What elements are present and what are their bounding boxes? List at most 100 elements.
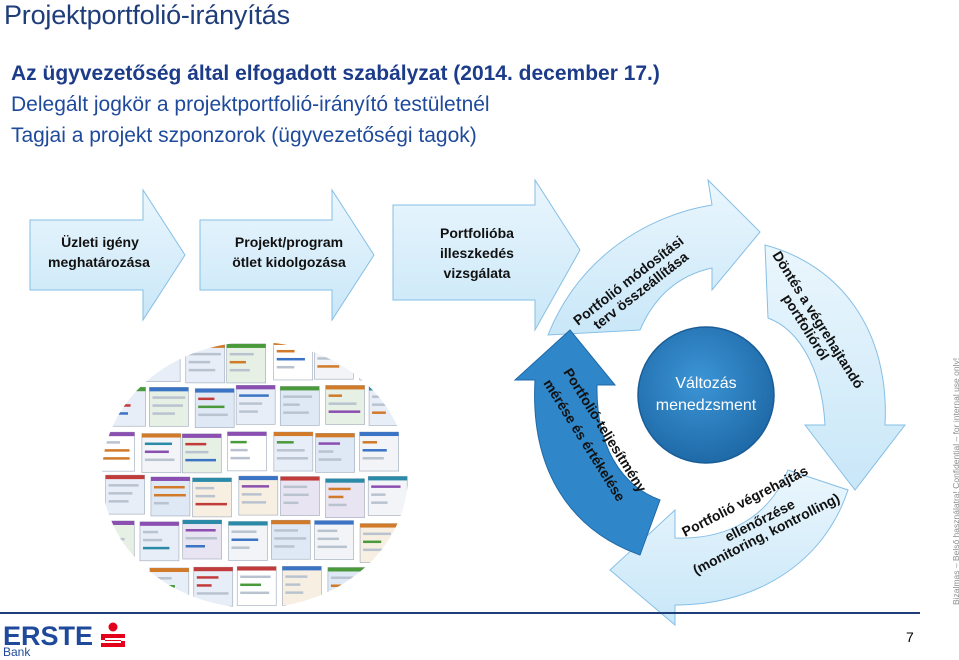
collage-tile-header xyxy=(192,477,232,482)
collage-tile-line xyxy=(239,402,263,405)
collage-tile-line xyxy=(276,457,309,460)
collage-tile-line xyxy=(102,449,130,452)
collage-tile-line xyxy=(276,349,295,353)
collage-tile-line xyxy=(317,365,340,368)
collage-tile-line xyxy=(142,538,163,542)
page-title: Projektportfolió-irányítás xyxy=(4,0,290,30)
collage-tile-line xyxy=(318,458,342,461)
collage-tile-line xyxy=(328,495,344,499)
collage-tile xyxy=(226,343,266,384)
cycle-segment-top xyxy=(547,178,761,336)
collage-tile-header xyxy=(227,431,267,436)
collage-tile-header xyxy=(271,520,311,525)
cycle-segment-left xyxy=(513,329,661,556)
footer-divider xyxy=(0,612,920,614)
bullet-2: Delegált jogkör a projektportfolió-irány… xyxy=(11,93,490,116)
collage-tile-line xyxy=(317,529,338,533)
collage-tile-line xyxy=(371,485,401,488)
collage-tile-line xyxy=(231,546,250,549)
collage-tile-header xyxy=(282,566,322,571)
collage-tile xyxy=(367,476,408,516)
collage-tile-line xyxy=(239,394,269,397)
collage-tile-line xyxy=(231,530,257,533)
bullet-1: Az ügyvezetőség által elfogadott szabály… xyxy=(11,62,660,85)
collage-tile-line xyxy=(185,529,216,532)
collage-tile-line xyxy=(185,450,209,454)
collage-tile-line xyxy=(195,502,227,506)
center-label-2: menedzsment xyxy=(656,397,757,414)
cycle-segment-right xyxy=(764,244,907,491)
arrow-3-label-1: Portfolióba xyxy=(440,225,514,241)
collage-tile-line xyxy=(240,575,271,579)
collage-tile-header xyxy=(237,566,277,571)
collage-tile-line xyxy=(362,457,384,460)
collage-tile-line xyxy=(108,500,129,503)
collage-tile-line xyxy=(198,413,228,417)
collage-tile-line xyxy=(185,537,217,540)
collage-tile-header xyxy=(195,388,235,393)
erste-s-icon xyxy=(101,622,126,647)
collage-tile-line xyxy=(229,368,250,372)
collage-tile xyxy=(280,476,320,516)
collage-tile-header xyxy=(368,476,408,481)
collage-tile-header xyxy=(325,478,365,483)
collage-tile-line xyxy=(188,352,221,356)
collage-tile-line xyxy=(198,405,225,409)
collage-tile-line xyxy=(363,540,382,544)
collage-tile-line xyxy=(153,501,169,505)
collage-tile-header xyxy=(105,475,145,480)
collage-tile-line xyxy=(196,584,212,587)
collage-tile-line xyxy=(142,530,159,534)
collage-tile-header xyxy=(228,521,268,526)
collage-tile-header xyxy=(327,567,367,572)
collage-tile-line xyxy=(188,360,211,364)
collage-tile-header xyxy=(315,433,355,438)
collage-tile-header xyxy=(102,520,135,525)
arrow-3-label-3: vizsgálata xyxy=(444,265,511,281)
collage-tile-line xyxy=(241,485,270,488)
collage-tile-header xyxy=(325,385,365,390)
collage-tile-line xyxy=(276,441,294,444)
collage-tile-header xyxy=(273,432,313,437)
collage-tile-line xyxy=(240,583,261,587)
arrow-1-label-2: meghatározása xyxy=(48,254,150,270)
collage-tile-line xyxy=(317,545,347,549)
collage-tile-line xyxy=(195,486,215,490)
collage-tile-line xyxy=(363,548,389,552)
collage-tile-line xyxy=(318,450,334,453)
collage-tile-line xyxy=(152,404,183,407)
collage-tile-header xyxy=(238,476,278,481)
collage-tile-line xyxy=(328,503,347,507)
collage-tile xyxy=(227,431,267,472)
collage-tile-line xyxy=(195,494,216,498)
collage-tile-line xyxy=(372,403,389,406)
collage-tile-line xyxy=(185,545,206,548)
collage-tile-header xyxy=(149,387,189,392)
logo-sub: Bank xyxy=(3,645,31,659)
collage-tile-header xyxy=(139,521,179,526)
collage-tile-line xyxy=(328,394,342,397)
collage-tile-line xyxy=(317,537,339,541)
center-circle xyxy=(637,326,775,464)
collage-tile-line xyxy=(108,484,139,487)
erste-logo: ERSTE xyxy=(3,621,127,652)
collage-tile-line xyxy=(144,442,172,446)
collage-tile-header xyxy=(141,433,181,438)
collage-tile-line xyxy=(276,357,305,361)
collage-tile-line xyxy=(185,442,207,446)
collage-tile-line xyxy=(283,501,299,505)
collage-tile-line xyxy=(318,442,341,445)
collage-tile-line xyxy=(362,441,378,444)
collage-tile-line xyxy=(283,411,309,414)
collage-tile-line xyxy=(153,485,185,489)
collage-tile-header xyxy=(359,432,399,437)
collage-tile-line xyxy=(274,545,295,548)
collage-tile-line xyxy=(328,487,351,491)
collage-tile-line xyxy=(144,458,175,462)
collage-tile-line xyxy=(285,583,301,586)
collage-tile-line xyxy=(362,449,387,452)
collage-tile-line xyxy=(371,501,388,504)
collage-tile-line xyxy=(330,576,363,579)
collage-tile-line xyxy=(276,449,305,452)
